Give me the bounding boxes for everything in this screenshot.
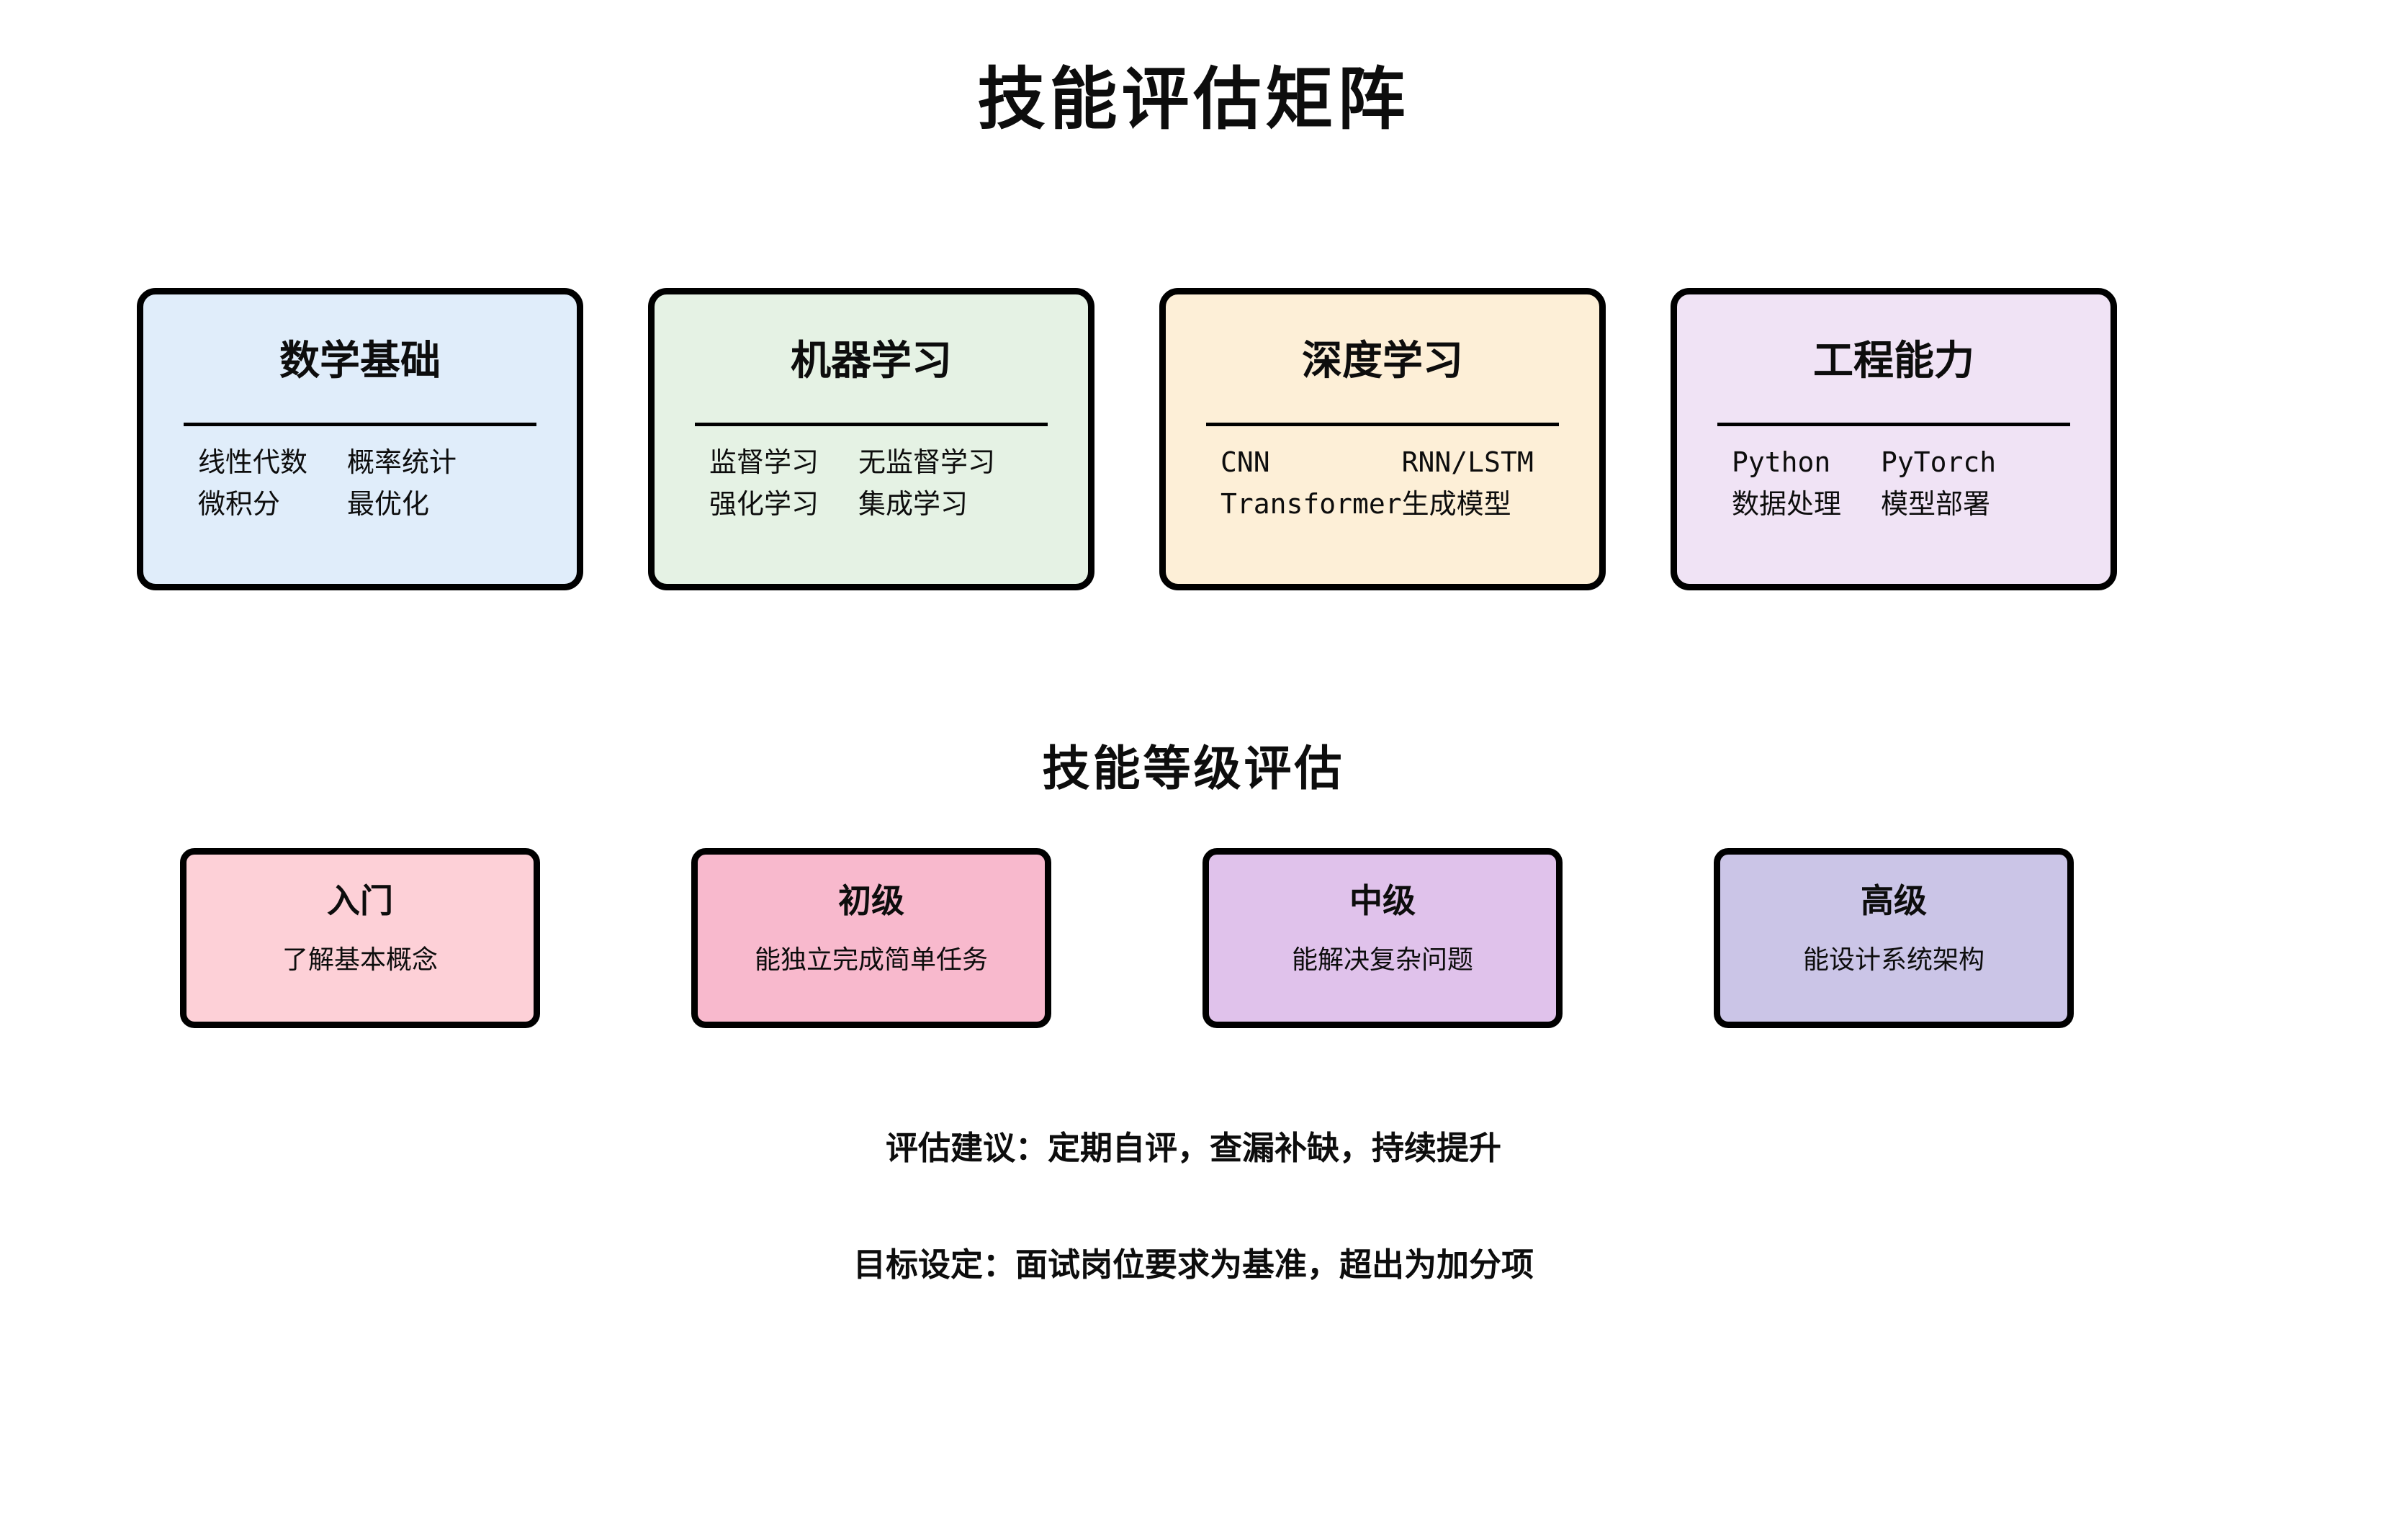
- skill-items-grid: 监督学习 无监督学习 强化学习 集成学习: [709, 445, 1088, 521]
- skill-groups-row: 数学基础 线性代数 概率统计 微积分 最优化 机器学习 监督学习 无监督学习 强…: [137, 288, 2117, 590]
- divider-line: [1206, 423, 1559, 426]
- skill-group-card-ml: 机器学习 监督学习 无监督学习 强化学习 集成学习: [648, 288, 1094, 590]
- level-description: 能独立完成简单任务: [754, 945, 988, 975]
- note-goal-setting: 目标设定：面试岗位要求为基准，超出为加分项: [853, 1246, 1534, 1284]
- section-title: 技能等级评估: [1042, 741, 1345, 796]
- level-description: 了解基本概念: [282, 945, 438, 975]
- level-card-intermediate: 中级 能解决复杂问题: [1203, 848, 1563, 1028]
- skill-group-title: 数学基础: [279, 338, 441, 384]
- page-title: 技能评估矩阵: [977, 60, 1410, 139]
- skill-item: 监督学习: [709, 446, 819, 478]
- skill-group-card-eng: 工程能力 Python PyTorch 数据处理 模型部署: [1671, 288, 2117, 590]
- skill-items-grid: CNN RNN/LSTM Transformer 生成模型: [1221, 445, 1599, 521]
- skill-item: 模型部署: [1881, 487, 1991, 520]
- divider-line: [1717, 423, 2070, 426]
- skill-group-title: 机器学习: [791, 338, 952, 384]
- skill-item: 强化学习: [709, 487, 819, 520]
- level-card-advanced: 高级 能设计系统架构: [1714, 848, 2074, 1028]
- level-description: 能设计系统架构: [1802, 945, 1984, 975]
- skill-item: 生成模型: [1401, 487, 1511, 520]
- note-assessment-advice: 评估建议：定期自评，查漏补缺，持续提升: [885, 1129, 1501, 1167]
- skill-item: Python: [1732, 446, 1831, 478]
- divider-line: [184, 423, 536, 426]
- skill-items-grid: 线性代数 概率统计 微积分 最优化: [198, 445, 577, 521]
- level-card-beginner: 入门 了解基本概念: [180, 848, 540, 1028]
- skill-item: PyTorch: [1881, 446, 1997, 478]
- skill-levels-row: 入门 了解基本概念 初级 能独立完成简单任务 中级 能解决复杂问题 高级 能设计…: [180, 848, 2074, 1028]
- level-card-junior: 初级 能独立完成简单任务: [691, 848, 1051, 1028]
- skill-group-title: 深度学习: [1302, 338, 1463, 384]
- level-title: 入门: [327, 881, 393, 920]
- level-description: 能解决复杂问题: [1291, 945, 1473, 975]
- divider-line: [695, 423, 1048, 426]
- skill-item: 线性代数: [198, 446, 308, 478]
- skill-item: RNN/LSTM: [1401, 446, 1534, 478]
- skill-item: 概率统计: [347, 446, 457, 478]
- level-title: 初级: [838, 881, 904, 920]
- skill-group-card-math: 数学基础 线性代数 概率统计 微积分 最优化: [137, 288, 583, 590]
- skill-item: 微积分: [198, 487, 281, 520]
- skill-item: CNN: [1221, 446, 1270, 478]
- skill-item: 集成学习: [858, 487, 968, 520]
- skill-item: 最优化: [347, 487, 430, 520]
- level-title: 中级: [1349, 881, 1416, 920]
- skill-group-card-dl: 深度学习 CNN RNN/LSTM Transformer 生成模型: [1159, 288, 1606, 590]
- skill-item: 无监督学习: [858, 446, 996, 478]
- skill-items-grid: Python PyTorch 数据处理 模型部署: [1732, 445, 2110, 521]
- skill-group-title: 工程能力: [1813, 338, 1974, 384]
- skill-item: 数据处理: [1732, 487, 1842, 520]
- skill-item: Transformer: [1221, 487, 1402, 520]
- level-title: 高级: [1861, 881, 1927, 920]
